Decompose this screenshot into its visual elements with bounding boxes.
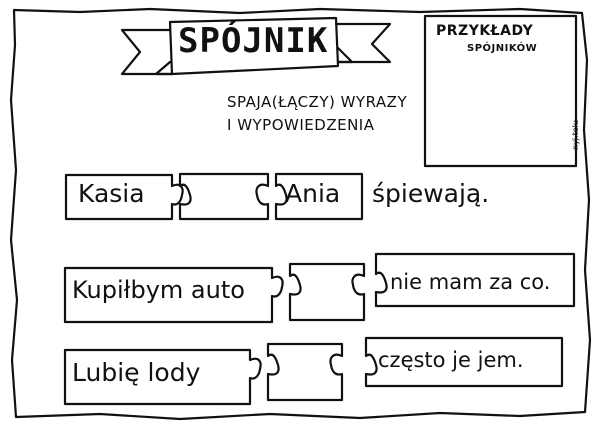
card-kasia	[64, 173, 184, 221]
sentence-2-right: nie mam za co.	[390, 270, 551, 294]
card-nie-mam	[374, 252, 576, 308]
card-lubie	[63, 348, 262, 406]
sentence-1-after: śpiewają.	[372, 179, 490, 208]
page-title: SPÓJNIK	[178, 21, 329, 61]
banner-body	[168, 16, 340, 76]
author-signature: nyj.telu	[571, 120, 580, 150]
page-border	[9, 7, 592, 421]
puzzle-connector-2	[288, 262, 366, 322]
banner-left-tail	[120, 28, 174, 76]
card-ania	[274, 172, 364, 221]
sentence-2-left: Kupiłbym auto	[72, 276, 245, 304]
subtitle-line-1: SPAJA(ŁĄCZY) WYRAZY	[227, 93, 408, 111]
sentence-3-right: często je jem.	[378, 348, 524, 372]
sentence-1-left: Kasia	[78, 179, 145, 208]
examples-box	[423, 14, 578, 168]
subtitle-line-2: I WYPOWIEDZENIA	[227, 116, 375, 134]
puzzle-connector-1	[178, 172, 270, 221]
sentence-1-right: Ania	[285, 179, 341, 208]
examples-box-subtitle: SPÓJNIKÓW	[467, 43, 538, 54]
banner-right-tail	[334, 22, 392, 64]
card-czesto	[364, 336, 564, 388]
card-kupilbym	[63, 266, 284, 324]
banner-right-fold	[336, 46, 354, 64]
sentence-3-left: Lubię lody	[72, 358, 201, 387]
puzzle-connector-3	[266, 342, 344, 402]
examples-box-title: PRZYKŁADY	[436, 23, 534, 39]
banner-left-fold	[154, 60, 174, 76]
